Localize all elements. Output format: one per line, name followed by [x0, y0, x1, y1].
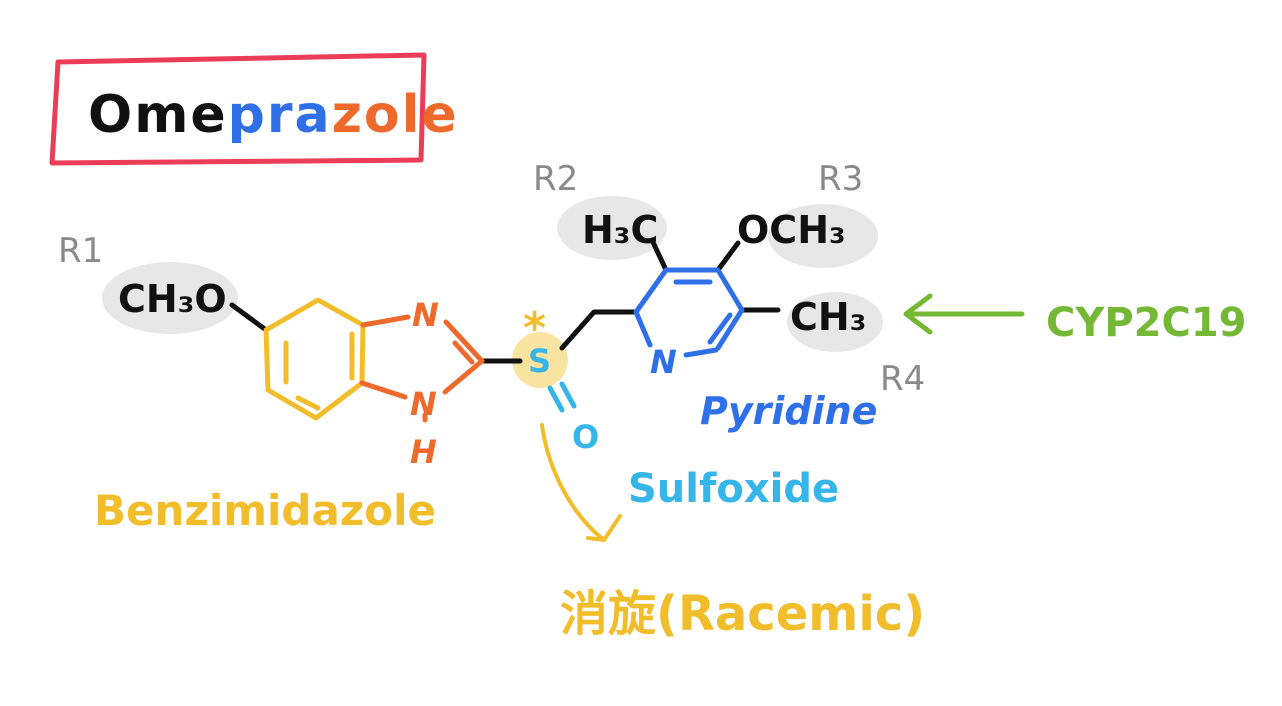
pyridine-label: Pyridine — [700, 389, 877, 433]
sulfur-label: S — [528, 342, 551, 380]
imidazole-n-bottom: N — [410, 385, 437, 423]
sulfoxide-double-bond — [547, 381, 577, 413]
sulfur-highlight — [512, 332, 568, 388]
r2-label: R2 — [533, 159, 578, 199]
racemic-arrow — [540, 423, 622, 542]
benzene-ring — [263, 297, 366, 421]
title-part-pra: pra — [228, 85, 332, 145]
h3c-label: H₃C — [582, 208, 658, 252]
r4-label: R4 — [880, 359, 925, 399]
title: Omeprazole — [88, 85, 459, 145]
ch3o-label: CH₃O — [118, 277, 227, 321]
sulfoxide-label: Sulfoxide — [628, 466, 839, 512]
imidazole-n-top: N — [412, 296, 439, 334]
imidazole-h: H — [410, 433, 437, 471]
pyridine-n: N — [650, 343, 677, 381]
chiral-star: * — [523, 303, 546, 354]
bond-methyl-top — [649, 237, 669, 273]
bond-methoxy-pyridine — [715, 240, 741, 273]
ch3-label: CH₃ — [790, 295, 866, 339]
r1-highlight — [102, 262, 238, 334]
och3-label: OCH₃ — [737, 208, 846, 252]
benzimidazole-label: Benzimidazole — [94, 486, 436, 535]
r2-highlight — [557, 196, 667, 260]
bond-s-ch2 — [559, 309, 639, 351]
r4-highlight — [787, 292, 883, 352]
r3-label: R3 — [818, 159, 863, 199]
title-part-zole: zole — [332, 85, 459, 145]
pyridine-ring — [633, 267, 745, 358]
bond-methoxy — [229, 302, 269, 333]
title-part-ome: Ome — [88, 85, 228, 145]
cyp2c19-label: CYP2C19 — [1046, 300, 1247, 346]
r1-label: R1 — [58, 231, 103, 271]
racemic-label: 消旋(Racemic) — [560, 586, 925, 642]
cyp2c19-arrow — [903, 293, 1025, 335]
imidazole-ring — [359, 314, 485, 423]
oxygen-label: O — [572, 418, 599, 456]
title-frame — [49, 52, 427, 166]
benzimidazole-text: Benzimidazole — [94, 486, 436, 535]
r3-highlight — [768, 204, 878, 268]
